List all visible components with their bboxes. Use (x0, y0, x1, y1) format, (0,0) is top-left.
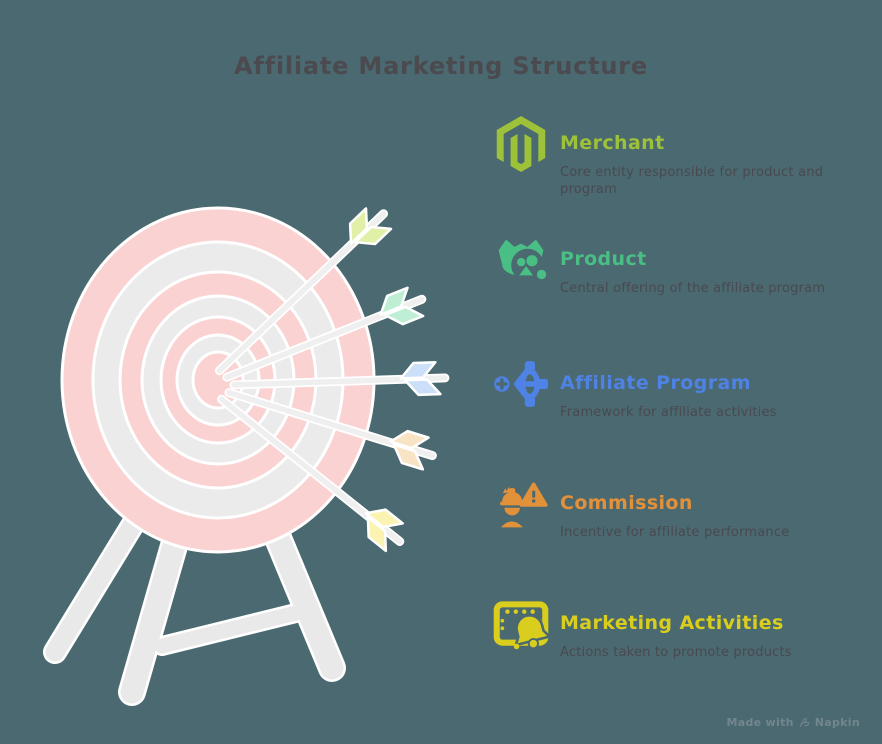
item-title: Commission (560, 492, 693, 514)
arrows (214, 207, 450, 553)
legend-item-affiliate-program: Affiliate Program Framework for affiliat… (493, 356, 873, 421)
item-title: Affiliate Program (560, 372, 751, 394)
item-description: Incentive for affiliate performance (560, 525, 790, 540)
item-description: Central offering of the affiliate progra… (560, 281, 826, 296)
arrow-merchant (214, 207, 393, 376)
item-title: Marketing Activities (560, 612, 784, 634)
item-description: Core entity responsible for product and … (560, 165, 824, 198)
item-description: Framework for affiliate activities (560, 405, 777, 420)
affiliate-network-icon (493, 356, 549, 412)
footer-brand: Napkin (814, 716, 860, 729)
legend-item-product: Product Central offering of the affiliat… (493, 232, 873, 297)
product-basket-icon (493, 232, 549, 288)
marketing-announcement-icon (493, 596, 549, 652)
arrow-marketing-activities (217, 394, 405, 553)
legend-item-merchant: Merchant Core entity responsible for pro… (493, 116, 873, 198)
item-description: Actions taken to promote products (560, 645, 792, 660)
item-title: Product (560, 248, 647, 270)
footer-prefix: Made with (726, 716, 794, 729)
napkin-logo-icon (798, 716, 811, 729)
arrow-commission (224, 388, 437, 471)
legend-item-marketing-activities: Marketing Activities Actions taken to pr… (493, 596, 873, 661)
arrow-product (222, 286, 427, 382)
target-illustration (43, 206, 450, 706)
item-title: Merchant (560, 132, 665, 154)
page-title: Affiliate Marketing Structure (233, 52, 649, 80)
arrow-affiliate-program (229, 360, 450, 397)
legend-item-commission: Commission Incentive for affiliate perfo… (493, 476, 873, 541)
made-with-napkin: Made with Napkin (727, 716, 861, 729)
magento-icon (493, 116, 549, 172)
commission-worker-alert-icon (493, 476, 549, 532)
